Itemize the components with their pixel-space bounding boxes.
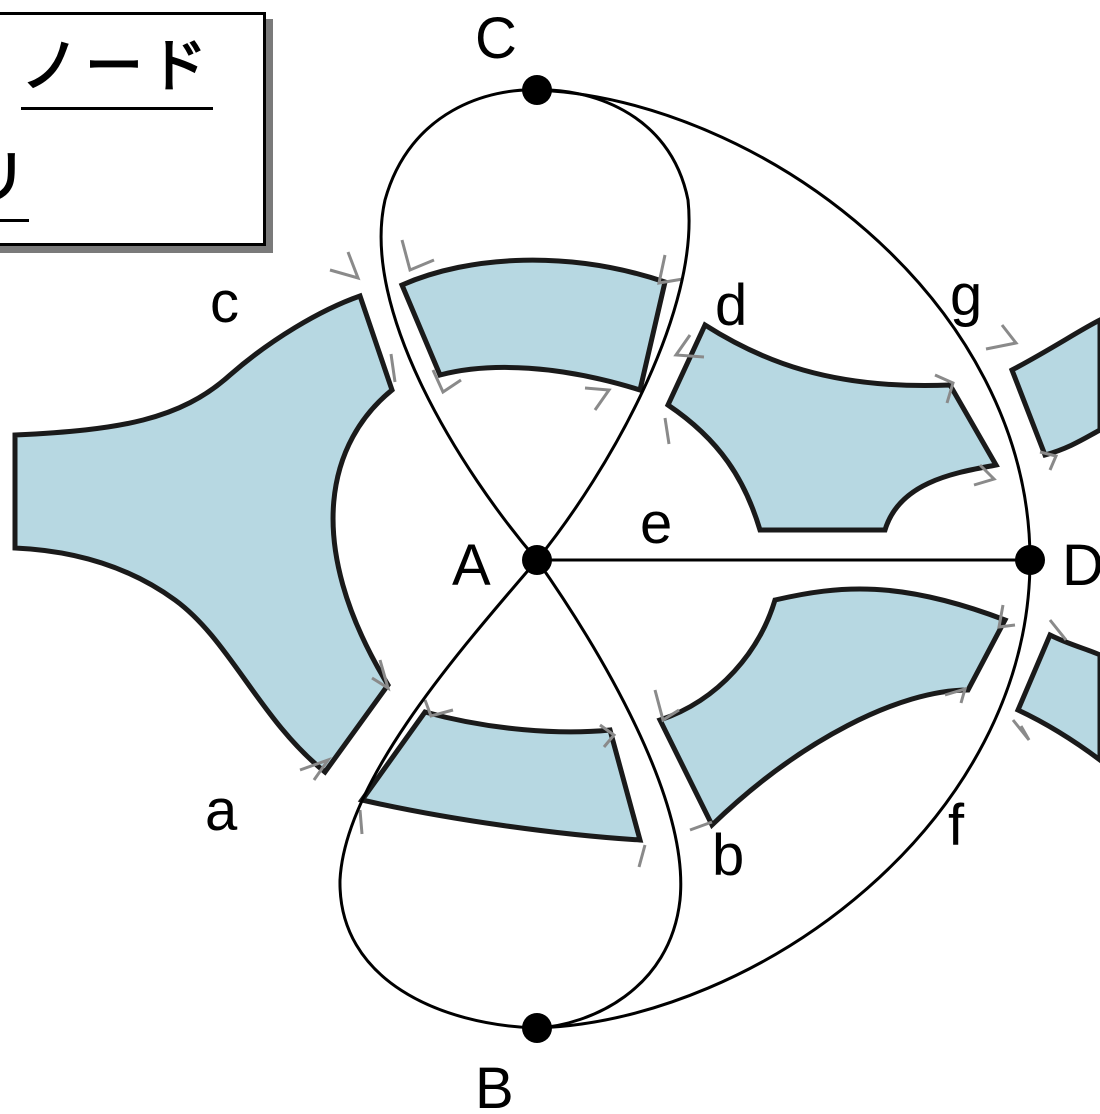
node-label-D: D — [1062, 533, 1100, 598]
river-strip-far-right-upper — [1008, 317, 1100, 459]
edge-label-a: a — [205, 778, 238, 843]
edge-f — [536, 559, 1032, 1030]
legend-link-label: リンク — [0, 141, 29, 222]
river-strip-bottom — [357, 709, 644, 843]
river-strip-left — [12, 292, 395, 776]
edge-label-g: g — [950, 263, 982, 328]
river-strip-right-lower — [656, 586, 1009, 830]
edge-c — [379, 88, 539, 561]
edge-label-c: c — [210, 270, 239, 335]
node-B — [522, 1013, 552, 1043]
river-strip-far-right-lower — [1014, 631, 1100, 764]
edge-label-e: e — [640, 491, 672, 556]
river-strip-top — [398, 257, 668, 394]
graph-nodes — [522, 75, 1045, 1043]
edge-g — [536, 88, 1032, 561]
edge-label-f: f — [948, 793, 965, 858]
edge-b — [535, 559, 683, 1030]
node-C — [522, 75, 552, 105]
river-map — [12, 239, 1100, 868]
edge-a — [338, 559, 539, 1030]
legend-node-label: ノード — [21, 29, 214, 110]
bridge-arrow-ticks — [299, 239, 1068, 868]
edge-label-d: d — [715, 273, 747, 338]
edge-label-b: b — [712, 823, 744, 888]
node-D — [1015, 545, 1045, 575]
legend-box: ノード リンク — [0, 12, 266, 246]
node-label-B: B — [475, 1056, 514, 1114]
node-A — [522, 545, 552, 575]
node-label-C: C — [475, 6, 517, 71]
node-label-A: A — [452, 533, 491, 598]
graph-edges — [338, 88, 1032, 1030]
river-strip-right-upper — [664, 321, 1000, 533]
edge-d — [535, 88, 691, 561]
